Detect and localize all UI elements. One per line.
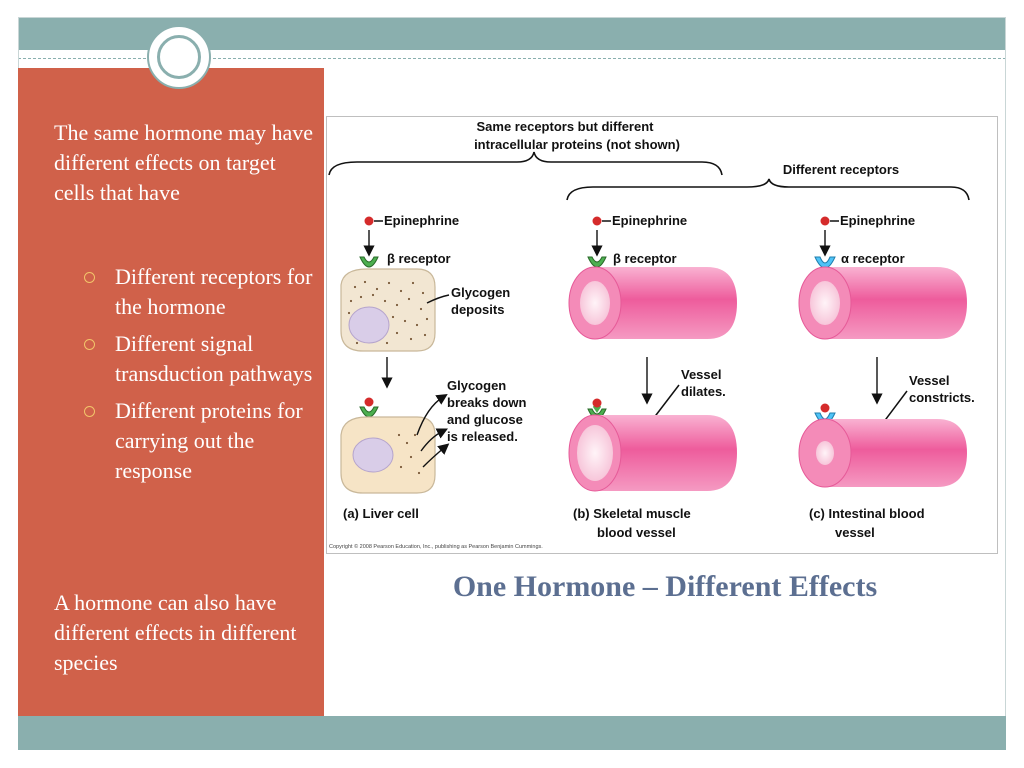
pointer-line [652, 384, 680, 420]
bracket-same-receptors [328, 151, 723, 176]
released-label-2: breaks down [447, 395, 527, 410]
epinephrine-label-a: Epinephrine [384, 213, 459, 228]
alpha-receptor-icon [814, 256, 836, 269]
glycogen-deposits-label-1: Glycogen [451, 285, 510, 300]
slide-title: One Hormone – Different Effects [452, 570, 878, 603]
released-label-4: is released. [447, 429, 518, 444]
vessel-lumen-dilated [577, 425, 613, 481]
epinephrine-molecule-icon [820, 216, 830, 226]
epinephrine-molecule-icon [364, 397, 374, 407]
bracket-same-label-2: intracellular proteins (not shown) [474, 137, 680, 152]
liver-nucleus [348, 306, 390, 344]
caption-intestinal-1: (c) Intestinal blood [809, 506, 925, 521]
bullet-item: Different receptors for the hormone [84, 262, 314, 322]
closing-paragraph: A hormone can also have different effect… [54, 590, 297, 675]
vessel-lumen-constricted [816, 441, 834, 465]
bracket-same-label-1: Same receptors but different [477, 119, 655, 134]
beta-receptor-icon [359, 406, 379, 418]
alpha-receptor-label: α receptor [841, 251, 905, 266]
copyright-notice: Copyright © 2008 Pearson Education, Inc.… [329, 543, 543, 550]
dilates-label-2: dilates. [681, 384, 726, 399]
intro-paragraph: The same hormone may have different effe… [54, 120, 314, 205]
beta-receptor-label-a: β receptor [387, 251, 451, 266]
circle-ornament-inner [157, 35, 201, 79]
bullet-text: Different proteins for carrying out the … [115, 398, 303, 483]
figure-svg: Same receptors but different intracellul… [328, 119, 975, 550]
released-label-3: and glucose [447, 412, 523, 427]
vessel-body [595, 415, 737, 491]
ring-bullet-icon [84, 406, 95, 417]
caption-intestinal-2: vessel [835, 525, 875, 540]
pointer-line [882, 390, 908, 424]
dashed-divider [18, 58, 1006, 59]
epinephrine-molecule-icon [592, 216, 602, 226]
vessel-lumen [580, 281, 610, 325]
constricts-label-1: Vessel [909, 373, 950, 388]
beta-receptor-icon [359, 256, 379, 268]
beta-receptor-label-b: β receptor [613, 251, 677, 266]
arrow-icon [422, 443, 450, 468]
pointer-line [426, 294, 450, 304]
vessel-lumen [810, 281, 840, 325]
constricts-label-2: constricts. [909, 390, 975, 405]
vessel-body [595, 267, 737, 339]
epinephrine-label-b: Epinephrine [612, 213, 687, 228]
bullet-item: Different proteins for carrying out the … [84, 396, 314, 486]
released-label-1: Glycogen [447, 378, 506, 393]
bracket-different-receptors [566, 178, 970, 201]
glycogen-deposits-label-2: deposits [451, 302, 504, 317]
hormone-effects-figure: Same receptors but different intracellul… [326, 116, 998, 554]
vessel-body [825, 267, 967, 339]
caption-skeletal-2: blood vessel [597, 525, 676, 540]
bullet-text: Different receptors for the hormone [115, 264, 313, 319]
epinephrine-molecule-icon [364, 216, 374, 226]
bracket-different-label: Different receptors [783, 162, 899, 177]
dilates-label-1: Vessel [681, 367, 722, 382]
ring-bullet-icon [84, 339, 95, 350]
epinephrine-molecule-icon [820, 403, 830, 413]
caption-skeletal-1: (b) Skeletal muscle [573, 506, 691, 521]
bottom-accent-bar [18, 716, 1006, 750]
bullet-text: Different signal transduction pathways [115, 331, 313, 386]
liver-nucleus [352, 437, 394, 473]
glycogen-dots [347, 280, 429, 345]
vessel-body [825, 419, 967, 487]
beta-receptor-icon [587, 256, 607, 268]
arrow-icon [420, 428, 449, 452]
bullet-list: Different receptors for the hormone Diff… [84, 262, 314, 493]
ring-bullet-icon [84, 272, 95, 283]
released-glucose-dots [397, 433, 421, 475]
epinephrine-label-c: Epinephrine [840, 213, 915, 228]
epinephrine-molecule-icon [592, 398, 602, 408]
bullet-item: Different signal transduction pathways [84, 329, 314, 389]
left-text-panel [18, 68, 324, 716]
caption-liver-cell: (a) Liver cell [343, 506, 419, 521]
circle-ornament-icon [147, 25, 211, 89]
arrow-icon [416, 394, 448, 436]
